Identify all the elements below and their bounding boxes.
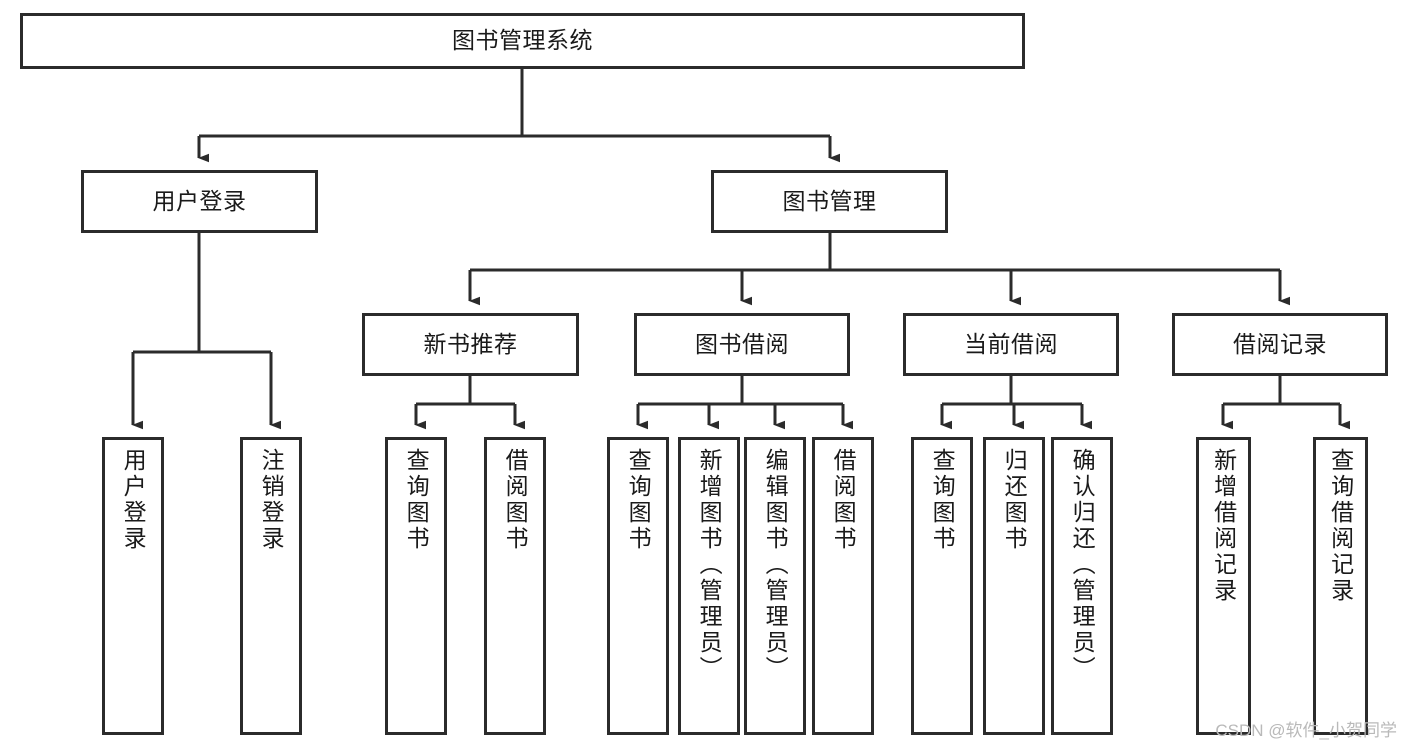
node-user-login[interactable]: 用户登录 <box>81 170 318 233</box>
node-label: 图书管理 <box>782 187 877 214</box>
node-label: 用户登录 <box>120 448 147 552</box>
node-leaf-query-book-borrow[interactable]: 查询图书 <box>607 437 669 735</box>
node-label: 图书借阅 <box>695 330 789 357</box>
node-label: 查询借阅记录 <box>1327 448 1354 604</box>
node-leaf-add-borrow-record[interactable]: 新增借阅记录 <box>1196 437 1251 735</box>
node-label: 当前借阅 <box>964 330 1058 357</box>
watermark-text: CSDN @软件_小贺同学 <box>1215 721 1397 740</box>
node-leaf-borrow-book-recommendation[interactable]: 借阅图书 <box>484 437 546 735</box>
node-label: 用户登录 <box>152 187 247 214</box>
node-current-borrow[interactable]: 当前借阅 <box>903 313 1119 376</box>
node-new-book-recommendation[interactable]: 新书推荐 <box>362 313 579 376</box>
node-label: 查询图书 <box>403 448 430 552</box>
node-label: 图书管理系统 <box>452 27 593 54</box>
node-leaf-add-book[interactable]: 新增图书（管理员） <box>678 437 740 735</box>
node-label: 新书推荐 <box>423 330 518 357</box>
node-leaf-logout[interactable]: 注销登录 <box>240 437 302 735</box>
node-leaf-confirm-return[interactable]: 确认归还（管理员） <box>1051 437 1113 735</box>
node-book-management[interactable]: 图书管理 <box>711 170 948 233</box>
node-leaf-return-book[interactable]: 归还图书 <box>983 437 1045 735</box>
node-label: 借阅图书 <box>830 448 857 552</box>
node-leaf-query-book-current[interactable]: 查询图书 <box>911 437 973 735</box>
node-label: 借阅图书 <box>502 448 529 552</box>
node-label: 新增图书（管理员） <box>696 448 723 682</box>
node-root-system[interactable]: 图书管理系统 <box>20 13 1025 69</box>
node-label: 确认归还（管理员） <box>1069 448 1096 682</box>
node-leaf-query-borrow-record[interactable]: 查询借阅记录 <box>1313 437 1368 735</box>
node-label: 查询图书 <box>625 448 652 552</box>
node-leaf-borrow-book[interactable]: 借阅图书 <box>812 437 874 735</box>
node-leaf-query-book-recommendation[interactable]: 查询图书 <box>385 437 447 735</box>
node-label: 归还图书 <box>1001 448 1028 552</box>
node-book-borrow[interactable]: 图书借阅 <box>634 313 850 376</box>
node-leaf-user-login[interactable]: 用户登录 <box>102 437 164 735</box>
node-borrow-record[interactable]: 借阅记录 <box>1172 313 1388 376</box>
node-leaf-edit-book[interactable]: 编辑图书（管理员） <box>744 437 806 735</box>
node-label: 查询图书 <box>929 448 956 552</box>
node-label: 编辑图书（管理员） <box>762 448 789 682</box>
node-label: 注销登录 <box>258 448 285 552</box>
node-label: 借阅记录 <box>1233 330 1327 357</box>
node-label: 新增借阅记录 <box>1210 448 1237 604</box>
